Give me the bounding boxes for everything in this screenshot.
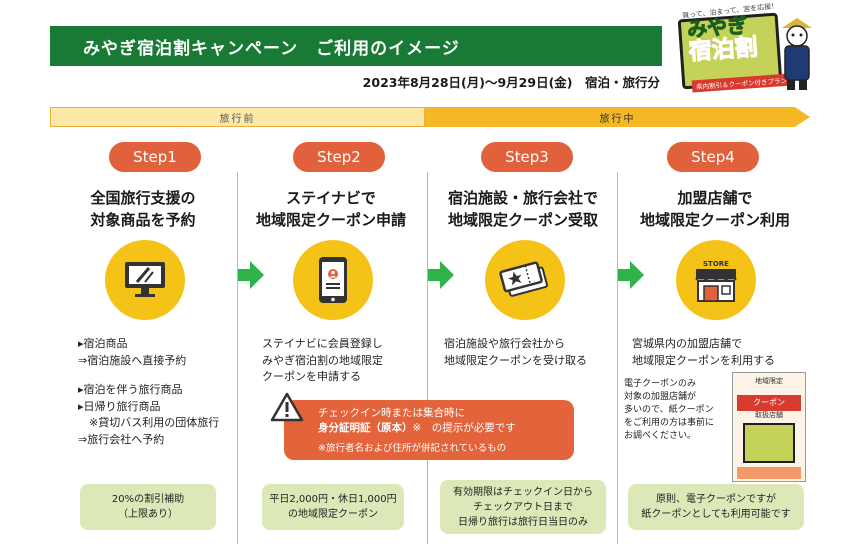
step1-badge: Step1 <box>109 142 201 172</box>
coupon-sample-label: クーポン <box>737 395 801 411</box>
logo-line2: 宿泊割 <box>687 34 759 66</box>
coupon-sample-logo <box>743 423 795 463</box>
step2-title: ステイナビで 地域限定クーポン申請 <box>238 188 424 232</box>
step2-desc-line: ステイナビに会員登録し <box>262 337 383 350</box>
step3-note-line3: 日帰り旅行は旅行日当日のみ <box>458 516 588 528</box>
step4-column: 加盟店舗で 地域限定クーポン利用 STORE 宮城県内の加盟店舗で 地域限定クー… <box>618 172 810 544</box>
step1-desc-line: ⇒宿泊施設へ直接予約 <box>78 353 187 367</box>
step3-description: 宿泊施設や旅行会社から 地域限定クーポンを受け取る <box>444 336 587 369</box>
step4-side-note: 電子クーポンのみ 対象の加盟店舗が 多いので、紙クーポン をご利用の方は事前に … <box>624 378 714 443</box>
step2-desc-line: クーポンを申請する <box>262 370 361 383</box>
step3-note-line1: 有効期限はチェックイン日から <box>453 486 593 498</box>
step2-note-line1: 平日2,000円・休日1,000円 <box>269 494 397 505</box>
step3-note-line2: チェックアウト日まで <box>473 501 573 513</box>
timeline-during-travel: 旅行中 <box>425 107 810 127</box>
step1-desc-line: ▸宿泊を伴う旅行商品 <box>78 383 183 396</box>
step2-desc-line: みやぎ宿泊割の地域限定 <box>262 353 383 367</box>
step2-header: Step2 <box>246 142 432 172</box>
step2-title-line1: ステイナビで <box>286 189 376 207</box>
store-icon-label: STORE <box>703 260 729 268</box>
step4-side-note-line: をご利用の方は事前に <box>624 418 715 429</box>
step3-header: Step3 <box>434 142 620 172</box>
ticket-icon <box>499 261 548 297</box>
timeline-before-travel: 旅行前 <box>50 107 425 127</box>
step1-desc-line: ⇒旅行会社へ予約 <box>78 432 165 446</box>
step2-note-line2: の地域限定クーポン <box>288 509 378 520</box>
monitor-icon <box>125 262 165 297</box>
timeline-bar: 旅行前 旅行中 <box>50 107 810 127</box>
step3-column: 宿泊施設・旅行会社で 地域限定クーポン受取 宿泊施設や旅行会社から 地域限定クー… <box>428 172 618 544</box>
warning-line2: 身分証明証（原本）※ の提示が必要です <box>318 420 516 435</box>
warning-icon <box>270 392 304 422</box>
step1-title: 全国旅行支援の 対象商品を予約 <box>50 188 236 232</box>
coupon-sample-top: 地域限定 <box>755 377 783 385</box>
step3-title-line1: 宿泊施設・旅行会社で <box>447 189 598 207</box>
step4-side-note-line: 電子クーポンのみ <box>624 379 697 389</box>
arrow-right-icon <box>238 261 264 289</box>
step4-note-line2: 紙クーポンとしても利用可能です <box>641 509 791 520</box>
step1-desc-line: ▸日帰り旅行商品 <box>78 399 161 413</box>
step4-note-line1: 原則、電子クーポンですが <box>656 494 776 505</box>
id-warning-box: チェックイン時または集合時に 身分証明証（原本）※ の提示が必要です ※旅行者名… <box>270 392 574 460</box>
step4-side-note-line: 対象の加盟店舗が <box>624 392 697 403</box>
step4-title-line1: 加盟店舗で <box>677 189 753 207</box>
step1-header: Step1 <box>62 142 248 172</box>
step1-column: 全国旅行支援の 対象商品を予約 ▸宿泊商品 ⇒宿泊施設へ直接予約 ▸宿泊を伴う旅… <box>50 172 238 544</box>
step3-desc-line: 地域限定クーポンを受け取る <box>444 353 587 367</box>
step4-side-note-line: 多いので、紙クーポン <box>624 405 714 416</box>
warning-line1: チェックイン時または集合時に <box>318 407 465 419</box>
step2-column: ステイナビで 地域限定クーポン申請 ステイナビに会員登録し みやぎ宿泊割の地域限… <box>238 172 428 544</box>
step1-icon-circle <box>105 240 185 320</box>
step1-desc-line <box>78 369 219 382</box>
step1-description: ▸宿泊商品 ⇒宿泊施設へ直接予約 ▸宿泊を伴う旅行商品 ▸日帰り旅行商品 ※貸切… <box>78 336 219 448</box>
warning-id-document: 身分証明証（原本） <box>318 422 413 434</box>
warning-line2-rest: ※ の提示が必要です <box>412 422 516 434</box>
mascot-icon <box>782 18 812 90</box>
paper-coupon-sample: 地域限定 クーポン 取扱店舗 <box>732 372 806 482</box>
step1-desc-line: ▸宿泊商品 <box>78 337 128 350</box>
step2-icon-circle <box>293 240 373 320</box>
step3-icon-circle <box>485 240 565 320</box>
step1-title-line2: 対象商品を予約 <box>90 210 196 229</box>
step4-desc-line: 宮城県内の加盟店舗で <box>632 337 742 350</box>
step2-badge: Step2 <box>293 142 385 172</box>
step4-icon-circle: STORE <box>676 240 756 320</box>
smartphone-icon <box>319 257 347 303</box>
step3-note: 有効期限はチェックイン日から チェックアウト日まで 日帰り旅行は旅行日当日のみ <box>440 480 606 534</box>
step4-note: 原則、電子クーポンですが 紙クーポンとしても利用可能です <box>628 484 804 530</box>
step4-title-line2: 地域限定クーポン利用 <box>639 210 790 229</box>
step4-title: 加盟店舗で 地域限定クーポン利用 <box>622 188 808 232</box>
arrow-right-icon <box>428 261 454 289</box>
page-title: みやぎ宿泊割キャンペーン ご利用のイメージ <box>50 26 662 66</box>
store-icon: STORE <box>694 260 738 302</box>
coupon-sample-footer <box>737 467 801 479</box>
step2-note: 平日2,000円・休日1,000円 の地域限定クーポン <box>262 484 404 530</box>
coupon-sample-sub: 取扱店舗 <box>755 411 783 419</box>
campaign-logo: 買って、泊まって、宮を応援！ みやぎ 宿泊割 県内割引＆クーポン付きプラン <box>672 2 812 94</box>
step4-description: 宮城県内の加盟店舗で 地域限定クーポンを利用する <box>632 336 775 369</box>
step3-title: 宿泊施設・旅行会社で 地域限定クーポン受取 <box>430 188 616 232</box>
arrow-right-icon <box>618 261 644 289</box>
warning-line3: ※旅行者名および住所が併記されているもの <box>318 443 507 454</box>
step1-title-line1: 全国旅行支援の <box>90 189 196 207</box>
step1-note-line1: 20%の割引補助 <box>111 494 185 505</box>
campaign-period: 2023年8月28日(月)～9月29日(金) 宿泊・旅行分 <box>362 75 660 90</box>
step1-desc-line: ※貸切バス利用の団体旅行 <box>78 416 220 429</box>
step3-badge: Step3 <box>481 142 573 172</box>
step3-title-line2: 地域限定クーポン受取 <box>447 210 598 229</box>
logo-text: みやぎ 宿泊割 <box>686 13 759 66</box>
step4-header: Step4 <box>620 142 806 172</box>
step4-desc-line: 地域限定クーポンを利用する <box>632 353 775 367</box>
step4-badge: Step4 <box>667 142 759 172</box>
step3-desc-line: 宿泊施設や旅行会社から <box>444 337 565 350</box>
step1-note-line2: （上限あり） <box>118 509 178 520</box>
step1-note: 20%の割引補助 （上限あり） <box>80 484 216 530</box>
step2-title-line2: 地域限定クーポン申請 <box>255 210 406 229</box>
step4-side-note-line: お調べください。 <box>624 431 697 442</box>
step2-description: ステイナビに会員登録し みやぎ宿泊割の地域限定 クーポンを申請する <box>262 336 383 386</box>
